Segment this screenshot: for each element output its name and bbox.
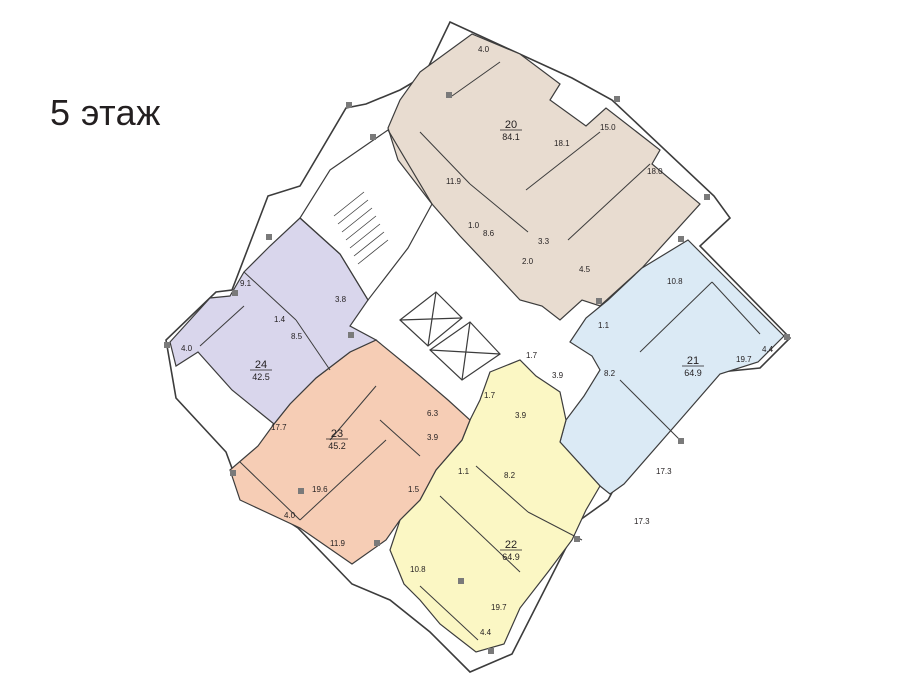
room-area: 1.1 [598,321,610,330]
room-area: 1.7 [484,391,496,400]
room-area: 19.6 [312,485,328,494]
apt-22-label: 22 64.9 [500,539,522,562]
room-area: 4.0 [284,511,296,520]
room-area: 19.7 [736,355,752,364]
room-area: 3.8 [335,295,347,304]
apt-20-number: 20 [505,119,517,131]
room-area: 4.0 [181,344,193,353]
apt-21-number: 21 [687,355,699,367]
apt-23-total: 45.2 [328,441,346,451]
room-area: 8.6 [483,229,495,238]
room-area: 17.3 [656,467,672,476]
room-area: 15.0 [600,123,616,132]
columns [164,92,790,654]
apt-23-label: 23 45.2 [326,428,348,451]
room-area: 4.5 [579,265,591,274]
apt-22-total: 64.9 [502,552,520,562]
room-area: 3.9 [552,371,564,380]
room-area: 2.0 [522,257,534,266]
room-area: 3.9 [427,433,439,442]
room-area: 3.9 [515,411,527,420]
room-area: 10.8 [410,565,426,574]
room-area: 1.5 [408,485,420,494]
room-area: 8.5 [291,332,303,341]
room-area: 6.3 [427,409,439,418]
apt-20-total: 84.1 [502,132,520,142]
apt-24-number: 24 [255,359,267,371]
room-area: 4.0 [478,45,490,54]
apt-24-label: 24 42.5 [250,359,272,382]
apt-24-total: 42.5 [252,372,270,382]
room-area: 10.8 [667,277,683,286]
room-area: 8.2 [504,471,516,480]
room-area: 1.7 [526,351,538,360]
building-outline [165,20,792,673]
room-area: 1.0 [468,221,480,230]
room-area: 11.9 [330,539,346,548]
building-core [299,129,501,381]
room-area: 9.1 [240,279,252,288]
room-area: 18.1 [554,139,570,148]
room-area-labels: 4.0 18.1 15.0 18.0 11.9 1.0 8.6 3.3 2.0 … [181,45,774,637]
room-area: 1.1 [458,467,470,476]
room-area: 19.7 [491,603,507,612]
room-area: 4.4 [480,628,492,637]
apt-21-total: 64.9 [684,368,702,378]
apt-20-label: 20 84.1 [500,119,522,142]
room-area: 1.4 [274,315,286,324]
room-area: 4.4 [762,345,774,354]
apt-22-number: 22 [505,539,517,551]
apt-21-label: 21 64.9 [682,355,704,378]
apartment-labels: 20 84.1 21 64.9 22 64.9 23 45.2 24 42.5 [250,119,704,562]
room-area: 18.0 [647,167,663,176]
room-area: 17.7 [271,423,287,432]
floor-title: 5 этаж [50,92,161,133]
stair-treads [333,191,389,265]
room-area: 17.3 [634,517,650,526]
room-area: 8.2 [604,369,616,378]
room-area: 11.9 [446,177,462,186]
room-area: 3.3 [538,237,550,246]
apt-23-number: 23 [331,428,343,440]
